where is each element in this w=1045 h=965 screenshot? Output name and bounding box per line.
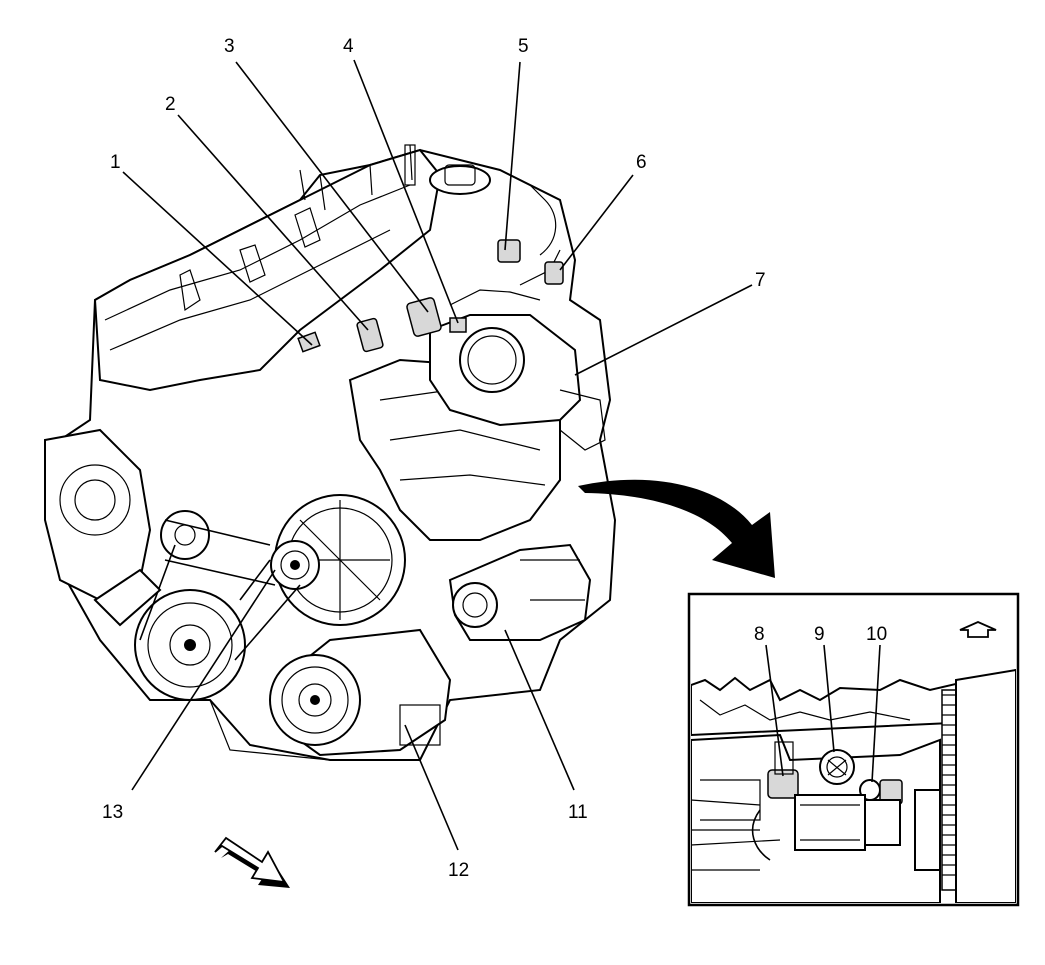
leader-line-12 bbox=[404, 724, 459, 851]
leader-line-8 bbox=[765, 644, 784, 777]
engine-illustration bbox=[43, 144, 617, 761]
callout-6: 6 bbox=[636, 152, 647, 173]
leader-lines bbox=[122, 59, 753, 851]
inset-view-arrow-icon bbox=[578, 479, 775, 578]
leader-line-11 bbox=[504, 629, 575, 791]
callout-4: 4 bbox=[343, 36, 354, 57]
callout-11: 11 bbox=[568, 802, 588, 823]
leader-line-2 bbox=[177, 114, 369, 331]
view-direction-arrow-icon bbox=[214, 836, 290, 888]
callout-8: 8 bbox=[754, 624, 765, 645]
leader-line-1 bbox=[122, 171, 313, 346]
leader-line-4 bbox=[353, 59, 459, 324]
callout-labels: 1 2 3 4 5 6 7 11 12 13 bbox=[102, 36, 766, 881]
leader-line-10 bbox=[871, 644, 881, 783]
inset-orientation-arrow-icon bbox=[959, 621, 997, 638]
inset-detail-view: 8 9 10 bbox=[687, 592, 1020, 907]
callout-9: 9 bbox=[814, 624, 825, 645]
callout-10: 10 bbox=[866, 624, 887, 645]
callout-12: 12 bbox=[448, 860, 469, 881]
callout-1: 1 bbox=[110, 152, 121, 173]
callout-7: 7 bbox=[755, 270, 766, 291]
leader-line-3 bbox=[235, 61, 429, 313]
callout-13: 13 bbox=[102, 802, 123, 823]
leader-line-9 bbox=[823, 644, 835, 753]
callout-2: 2 bbox=[165, 94, 176, 115]
callout-3: 3 bbox=[224, 36, 235, 57]
callout-5: 5 bbox=[518, 36, 529, 57]
leader-line-5 bbox=[504, 61, 521, 251]
leader-line-13 bbox=[131, 569, 276, 791]
leader-line-7 bbox=[574, 284, 753, 376]
leader-line-6 bbox=[559, 174, 634, 271]
